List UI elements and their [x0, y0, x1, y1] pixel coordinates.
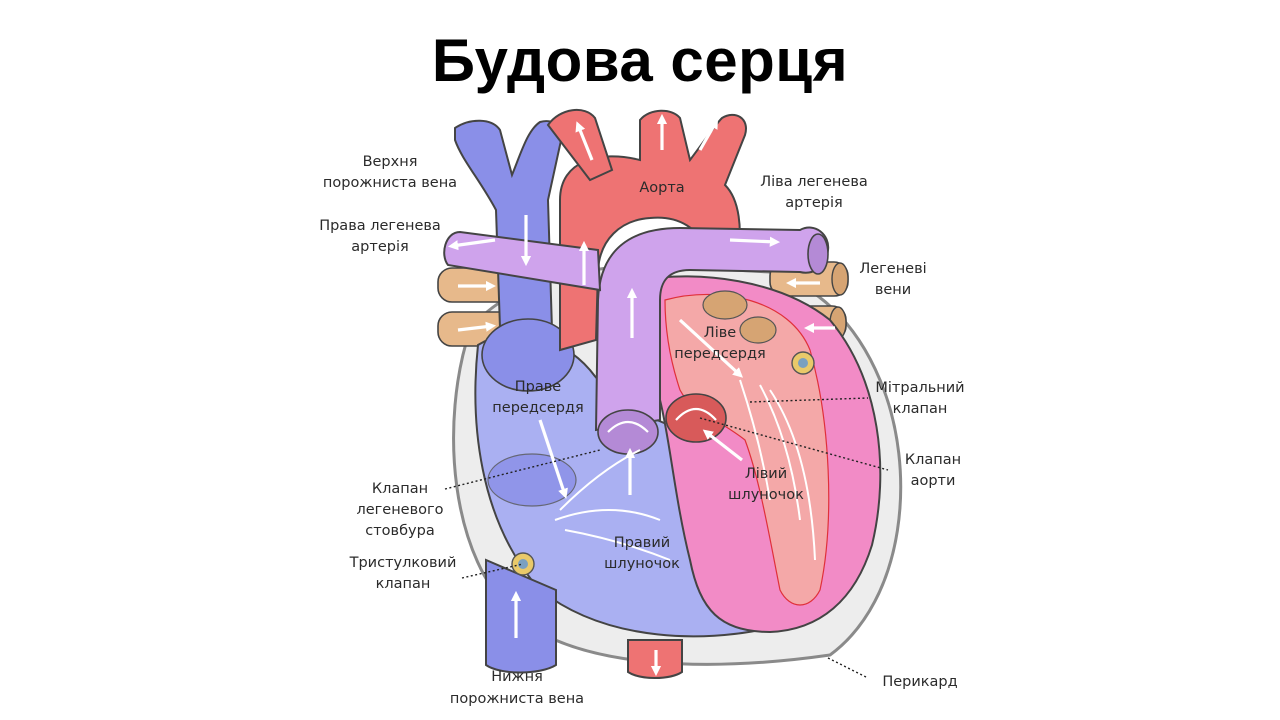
label-left-atrium: Ліве — [704, 325, 736, 341]
label-ivc: Нижня — [491, 669, 543, 685]
label-right-ventricle: Правий — [614, 535, 670, 551]
label-left-ventricle: Лівий — [745, 466, 787, 482]
label-mitral-valve: Мітральний — [875, 380, 964, 396]
label-left-ventricle: шлуночок — [728, 487, 804, 503]
inferior-vena-cava — [485, 558, 557, 674]
aorta-left-branch — [546, 109, 614, 182]
label-right-pulmonary-artery: артерія — [351, 239, 408, 255]
mitral-valve-ring — [791, 351, 815, 375]
label-pulmonary-veins: Легеневі — [859, 261, 926, 277]
label-pericardium: Перикард — [882, 674, 957, 690]
labels: Верхня порожниста вена Права легенева ар… — [319, 154, 964, 707]
pulmonary-valve — [597, 409, 659, 455]
slide-title: Будова серця — [431, 27, 849, 94]
label-right-atrium: Праве — [515, 379, 562, 395]
label-pulmonary-valve: стовбура — [365, 523, 434, 539]
label-svc: Верхня — [363, 154, 418, 170]
label-right-pulmonary-artery: Права легенева — [319, 218, 441, 234]
leader-lines — [444, 397, 889, 679]
right-atrium — [481, 318, 575, 392]
label-tricuspid-valve: Тристулковий — [349, 555, 457, 571]
label-aorta: Аорта — [639, 180, 684, 196]
label-pulmonary-veins: вени — [875, 282, 911, 298]
label-aortic-valve: Клапан — [905, 452, 961, 468]
label-ivc: порожниста вена — [450, 691, 584, 707]
la-vein-opening — [702, 290, 748, 320]
tricuspid-valve-ring — [511, 552, 535, 576]
flow-arrows — [447, 113, 835, 677]
label-tricuspid-valve: клапан — [376, 576, 431, 592]
label-left-atrium: передсердя — [674, 346, 765, 362]
label-pulmonary-valve: Клапан — [372, 481, 428, 497]
label-left-pulmonary-artery: Ліва легенева — [760, 174, 868, 190]
label-right-atrium: передсердя — [492, 400, 583, 416]
label-left-pulmonary-artery: артерія — [785, 195, 842, 211]
pulmonary-artery-left-end — [807, 233, 829, 275]
label-svc: порожниста вена — [323, 175, 457, 191]
right-atrium-lower — [487, 453, 577, 507]
label-pulmonary-valve: легеневого — [356, 502, 443, 518]
la-vein-opening — [739, 316, 777, 344]
label-right-ventricle: шлуночок — [604, 556, 680, 572]
label-aortic-valve: аорти — [911, 473, 956, 489]
aortic-valve — [665, 393, 727, 443]
label-mitral-valve: клапан — [893, 401, 948, 417]
